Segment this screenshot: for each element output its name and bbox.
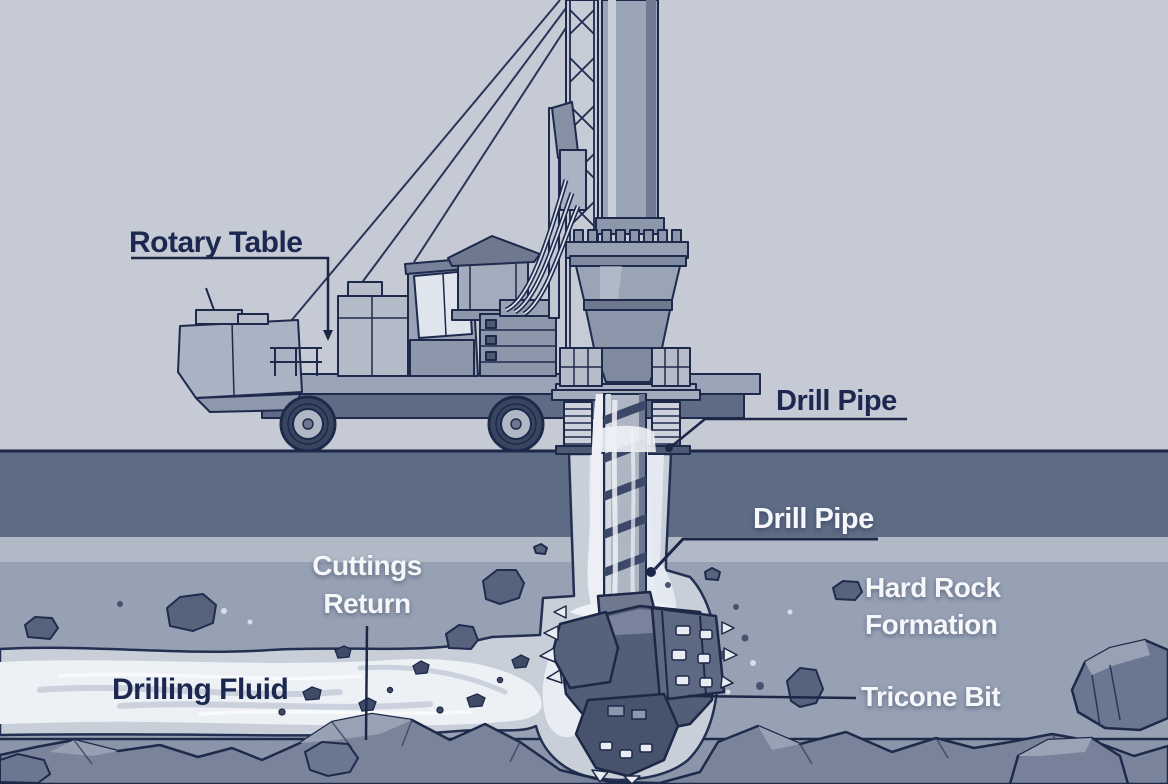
label-tricone-bit: Tricone Bit [861,681,1001,712]
label-drill-pipe-downhole: Drill Pipe [753,503,874,535]
label-drilling-fluid: Drilling Fluid [112,673,289,706]
label-drill-pipe-surface: Drill Pipe [776,385,897,417]
crenellated-cap [565,229,689,259]
right-spring-leg [651,401,681,449]
bit-right-cone [650,606,738,702]
tricone-bit-leader [687,694,857,700]
cuttings-return-leader [364,625,369,741]
mid-equipment-box [337,281,411,377]
bit-left-cone [539,605,620,690]
left-lattice-post [559,347,603,387]
kelly-cylinder [595,0,665,235]
drill-pipe-surface-dot [665,444,673,452]
drill-pipe-downhole-leader [653,537,878,571]
rotary-table-leader [131,256,330,330]
rear-storage-box [177,287,303,413]
label-rotary-table: Rotary Table [129,226,303,259]
left-spring-leg [563,401,593,449]
leader-lines [131,256,907,741]
pump-equipment-stack [479,299,557,377]
drill-pipe-surface-leader [671,417,907,447]
hydraulic-hoses [504,179,581,317]
front-wheel [487,395,545,453]
drill-pipe-downhole-dot [646,567,656,577]
deck-railing [270,347,322,376]
hard-rock-line2: Formation [865,609,998,640]
boulder-right-upper [1070,638,1168,732]
antenna [205,287,215,311]
fluid-splash-surface [594,425,656,452]
guy-cables [290,0,585,322]
label-cuttings-return: Cuttings Return [296,547,438,623]
bit-lower-cone [574,692,680,784]
cuttings-line1: Cuttings [312,550,422,581]
rotary-table-frame [551,347,701,455]
label-hard-rock-formation: Hard Rock Formation [865,569,1001,643]
boulder-right-lower [1008,736,1130,784]
stream-streaks [37,664,508,716]
right-lattice-post [651,347,691,387]
cuttings-line2: Return [323,588,411,619]
rotary-table-arrow [323,330,333,341]
rear-wheel [279,395,337,453]
tricone-bit [539,590,738,784]
bottom-rocks [0,638,1168,784]
hard-rock-line1: Hard Rock [865,572,1001,603]
derrick-mast [548,0,665,379]
